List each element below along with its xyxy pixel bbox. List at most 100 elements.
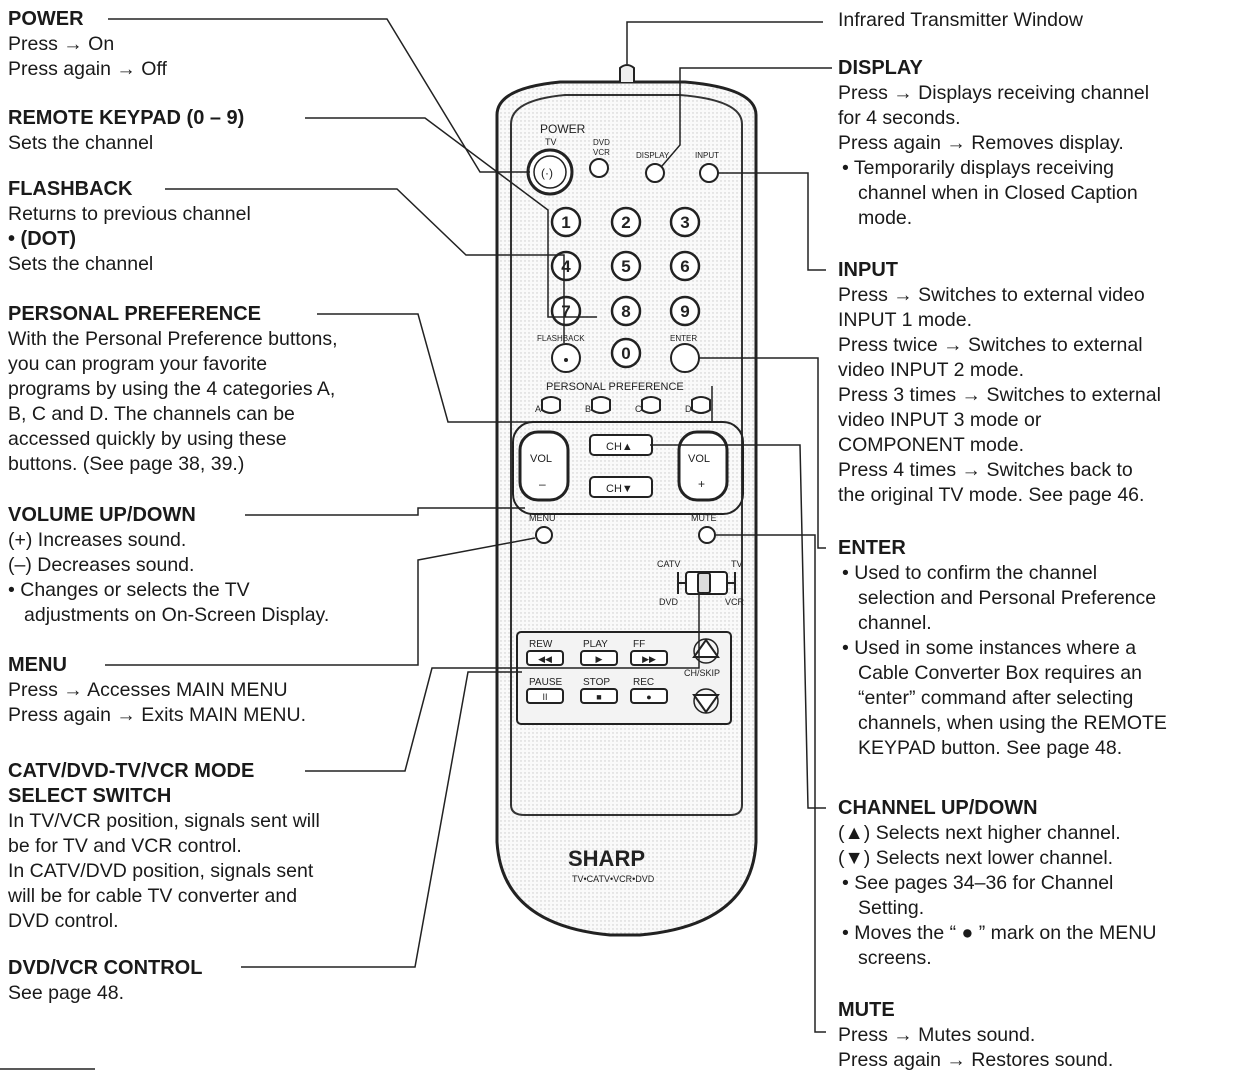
channel-down-button[interactable]: CH▼ <box>589 476 653 498</box>
svg-text:VOL: VOL <box>688 453 710 465</box>
keypad-button-2[interactable]: 2 <box>610 206 642 238</box>
personal-preference-description: PERSONAL PREFERENCE With the Personal Pr… <box>8 302 338 477</box>
stop-button[interactable]: STOP■ <box>580 677 618 704</box>
channel-b1-text-0: See pages 34–36 for Channel <box>854 872 1114 894</box>
svg-text:5: 5 <box>621 257 630 276</box>
mute-button[interactable] <box>698 526 716 544</box>
rec-button[interactable]: REC ● <box>630 677 668 704</box>
channel-up-button[interactable]: CH▲ <box>589 434 653 456</box>
power-line-1: Press → On <box>8 33 115 55</box>
play-button[interactable]: PLAY▶ <box>580 639 618 666</box>
mode-line-1: In TV/VCR position, signals sent will <box>8 810 320 832</box>
input-line-4: video INPUT 2 mode. <box>838 359 1025 381</box>
volume-line-2: (–) Decreases sound. <box>8 554 195 576</box>
mute-line-2: Press again → Restores sound. <box>838 1049 1114 1071</box>
remote-catv-label: CATV <box>657 559 680 569</box>
input-line-1: Press → Switches to external video <box>838 284 1145 306</box>
keypad-button-7[interactable]: 7 <box>550 295 582 327</box>
remote-menu-label: MENU <box>529 513 556 523</box>
mode-title: CATV/DVD-TV/VCR MODE <box>8 760 255 782</box>
keypad-button-1[interactable]: 1 <box>550 206 582 238</box>
enter-b1-text-0: Used to confirm the channel <box>854 562 1098 584</box>
remote-tv2-label: TV <box>731 559 743 569</box>
ff-button[interactable]: FF▶▶ <box>630 639 668 666</box>
input-line-3: Press twice → Switches to external <box>838 334 1143 356</box>
display-bullet: • Temporarily displays receiving <box>842 157 1115 179</box>
keypad-title: REMOTE KEYPAD (0 – 9) <box>8 107 245 129</box>
remote-enter-label: ENTER <box>670 334 697 343</box>
chskip-up-button[interactable] <box>692 638 720 664</box>
mode-line-4: will be for cable TV converter and <box>8 885 298 907</box>
keypad-button-5[interactable]: 5 <box>610 250 642 282</box>
mute-line-1: Press → Mutes sound. <box>838 1024 1036 1046</box>
mute-description: MUTE Press → Mutes sound. Press again → … <box>838 998 1113 1073</box>
mode-line-2: be for TV and VCR control. <box>8 835 242 857</box>
input-title: INPUT <box>838 259 898 281</box>
brand-logo: SHARP <box>568 846 645 871</box>
svg-text:6: 6 <box>680 257 689 276</box>
brand-subtitle: TV•CATV•VCR•DVD <box>572 874 655 884</box>
pp-button-c[interactable]: C <box>635 396 661 414</box>
dot-icon <box>564 358 568 362</box>
mode-switch-description: CATV/DVD-TV/VCR MODE SELECT SWITCH In TV… <box>8 759 320 934</box>
channel-b2-text-0: Moves the “ ● ” mark on the MENU <box>854 922 1157 944</box>
enter-button[interactable] <box>670 343 700 373</box>
volume-line-1: (+) Increases sound. <box>8 529 187 551</box>
display-title: DISPLAY <box>838 57 923 79</box>
chskip-down-button[interactable] <box>692 688 720 714</box>
enter-description: ENTER • Used to confirm the channel sele… <box>838 536 1167 761</box>
display-bullet-cont-1: channel when in Closed Caption <box>858 182 1138 204</box>
display-bullet-cont-2: mode. <box>858 207 913 229</box>
rew-button[interactable]: REW◀◀ <box>526 639 564 666</box>
flashback-description: FLASHBACK Returns to previous channel • … <box>8 177 251 277</box>
display-description: DISPLAY Press → Displays receiving chann… <box>838 56 1149 231</box>
pp-button-b[interactable]: B <box>585 396 611 414</box>
remote-input-label: INPUT <box>695 151 719 160</box>
remote-dvd-label: DVD <box>593 138 610 147</box>
svg-text:B: B <box>585 404 591 414</box>
dvdvcr-line-1: See page 48. <box>8 982 125 1004</box>
power-line-2: Press again → Off <box>8 58 167 80</box>
keypad-button-3[interactable]: 3 <box>669 206 701 238</box>
keypad-button-0[interactable]: 0 <box>610 337 642 369</box>
enter-b2-3: channels, when using the REMOTE <box>858 712 1167 734</box>
svg-text:CH▲: CH▲ <box>606 441 633 453</box>
pause-icon: II <box>542 692 547 702</box>
keypad-button-9[interactable]: 9 <box>669 295 701 327</box>
remote-vcr-label: VCR <box>593 148 610 157</box>
svg-text:A: A <box>535 404 541 414</box>
enter-b1-2: channel. <box>858 612 932 634</box>
channel-b2-1: screens. <box>858 947 932 969</box>
pp-button-d[interactable]: D <box>685 396 711 414</box>
menu-button[interactable] <box>535 526 553 544</box>
remote-power-label: POWER <box>540 122 586 136</box>
volume-bullet: • Changes or selects the TV <box>8 579 250 601</box>
input-button[interactable] <box>699 163 719 183</box>
power-tv-button[interactable]: (·) <box>526 148 574 196</box>
pp-button-a[interactable]: A <box>535 396 561 414</box>
volume-up-button[interactable]: VOL + <box>677 430 729 502</box>
rec-icon: ● <box>646 692 651 702</box>
keypad-button-4[interactable]: 4 <box>550 250 582 282</box>
svg-text:0: 0 <box>621 344 630 363</box>
remote-chskip-label: CH/SKIP <box>684 668 720 678</box>
svg-text:VOL: VOL <box>530 453 552 465</box>
mute-title: MUTE <box>838 999 895 1021</box>
volume-down-button[interactable]: VOL – <box>518 430 570 502</box>
leader-lines <box>105 18 832 1033</box>
svg-text:CH▼: CH▼ <box>606 483 633 495</box>
display-button[interactable] <box>645 163 665 183</box>
channel-b1-0: • See pages 34–36 for Channel <box>842 872 1114 894</box>
remote-tv-label: TV <box>545 137 557 147</box>
mode-select-switch[interactable] <box>677 571 736 595</box>
keypad-button-6[interactable]: 6 <box>669 250 701 282</box>
svg-text:REC: REC <box>633 677 654 688</box>
svg-text:7: 7 <box>561 302 570 321</box>
enter-b2-text-0: Used in some instances where a <box>854 637 1137 659</box>
power-dvd-vcr-button[interactable] <box>589 158 609 178</box>
keypad-button-8[interactable]: 8 <box>610 295 642 327</box>
svg-text:STOP: STOP <box>583 677 610 688</box>
